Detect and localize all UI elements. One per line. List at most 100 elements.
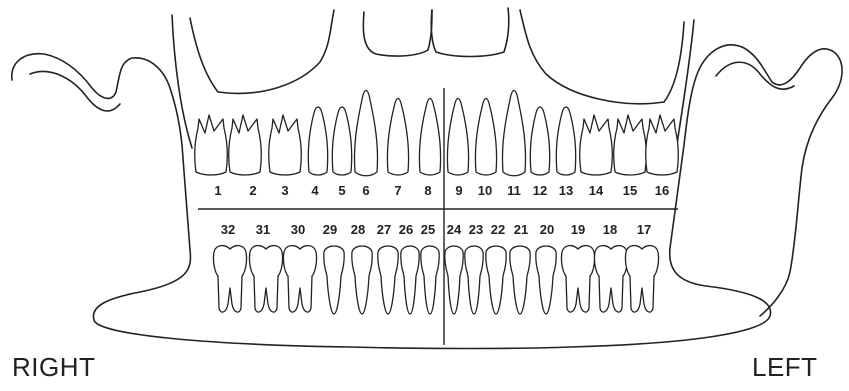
tooth-30-shape — [283, 246, 316, 313]
tooth-number-7: 7 — [394, 183, 401, 198]
tooth-12-shape — [530, 107, 550, 175]
tooth-24-shape — [445, 246, 463, 314]
tooth-number-21: 21 — [514, 222, 528, 237]
right-ramus-inner — [172, 15, 192, 148]
tooth-31-shape — [249, 246, 282, 313]
tooth-number-27: 27 — [377, 222, 391, 237]
tooth-number-3: 3 — [281, 183, 288, 198]
left-side-label: LEFT — [752, 352, 818, 383]
tooth-6-shape — [354, 91, 377, 176]
tooth-19-shape — [561, 246, 594, 313]
tooth-13-shape — [556, 107, 576, 175]
tooth-number-13: 13 — [559, 183, 573, 198]
left-maxilla-outline — [520, 10, 684, 104]
tooth-1-shape — [195, 115, 228, 175]
tooth-9-shape — [447, 99, 468, 176]
lower-tooth-27[interactable]: 27 — [377, 222, 398, 314]
tooth-number-30: 30 — [291, 222, 305, 237]
lower-tooth-30[interactable]: 30 — [283, 222, 316, 312]
tooth-number-12: 12 — [533, 183, 547, 198]
lower-tooth-29[interactable]: 29 — [323, 222, 344, 314]
upper-tooth-13[interactable]: 13 — [556, 107, 576, 198]
tooth-25-shape — [421, 246, 439, 314]
tooth-number-14: 14 — [589, 183, 604, 198]
upper-tooth-6[interactable]: 6 — [354, 91, 377, 199]
lower-tooth-26[interactable]: 26 — [399, 222, 419, 314]
upper-tooth-crown-right — [363, 10, 432, 56]
upper-tooth-9[interactable]: 9 — [447, 99, 468, 199]
tooth-22-shape — [486, 246, 506, 314]
tooth-20-shape — [536, 246, 556, 314]
tooth-number-20: 20 — [540, 222, 554, 237]
upper-tooth-2[interactable]: 2 — [229, 115, 262, 198]
lower-tooth-24[interactable]: 24 — [445, 222, 463, 314]
tooth-number-22: 22 — [491, 222, 505, 237]
tooth-number-29: 29 — [323, 222, 337, 237]
upper-tooth-4[interactable]: 4 — [308, 107, 328, 198]
lower-tooth-19[interactable]: 19 — [561, 222, 594, 312]
tooth-16-shape — [646, 115, 679, 175]
tooth-number-11: 11 — [507, 183, 521, 198]
tooth-number-8: 8 — [424, 183, 431, 198]
upper-tooth-3[interactable]: 3 — [269, 115, 302, 198]
upper-tooth-1[interactable]: 1 — [195, 115, 228, 198]
lower-tooth-22[interactable]: 22 — [486, 222, 506, 314]
tooth-21-shape — [510, 246, 530, 314]
upper-tooth-8[interactable]: 8 — [419, 99, 440, 199]
lower-tooth-21[interactable]: 21 — [510, 222, 530, 314]
tooth-4-shape — [308, 107, 328, 175]
tooth-2-shape — [229, 115, 262, 175]
tooth-number-2: 2 — [249, 183, 256, 198]
lower-arch: 32 31 30 29 28 27 26 25 24 23 22 21 20 19 18 17 — [213, 222, 658, 314]
tooth-23-shape — [465, 246, 483, 314]
tooth-18-shape — [594, 246, 627, 313]
tooth-number-17: 17 — [637, 222, 651, 237]
tooth-number-28: 28 — [351, 222, 365, 237]
upper-tooth-14[interactable]: 14 — [580, 115, 613, 198]
lower-tooth-23[interactable]: 23 — [465, 222, 483, 314]
tooth-28-shape — [352, 246, 372, 314]
tooth-number-16: 16 — [655, 183, 669, 198]
tooth-3-shape — [269, 115, 302, 175]
tooth-11-shape — [502, 91, 525, 176]
tooth-number-23: 23 — [469, 222, 483, 237]
right-side-label: RIGHT — [12, 352, 95, 383]
tooth-32-shape — [213, 246, 246, 313]
right-condyle-inner — [30, 71, 120, 111]
tooth-number-25: 25 — [421, 222, 435, 237]
lower-tooth-17[interactable]: 17 — [625, 222, 658, 312]
upper-tooth-16[interactable]: 16 — [646, 115, 679, 198]
upper-tooth-11[interactable]: 11 — [502, 91, 525, 199]
lower-tooth-18[interactable]: 18 — [594, 222, 627, 312]
tooth-number-5: 5 — [338, 183, 345, 198]
upper-tooth-10[interactable]: 10 — [475, 99, 496, 199]
upper-tooth-7[interactable]: 7 — [387, 99, 408, 199]
lower-tooth-25[interactable]: 25 — [421, 222, 439, 314]
tooth-17-shape — [625, 246, 658, 313]
tooth-number-32: 32 — [221, 222, 235, 237]
tooth-number-18: 18 — [603, 222, 617, 237]
tooth-number-24: 24 — [447, 222, 462, 237]
upper-tooth-15[interactable]: 15 — [614, 115, 647, 198]
upper-tooth-12[interactable]: 12 — [530, 107, 550, 198]
tooth-8-shape — [419, 99, 440, 176]
tooth-7-shape — [387, 99, 408, 176]
tooth-29-shape — [324, 246, 344, 314]
lower-tooth-28[interactable]: 28 — [351, 222, 372, 314]
tooth-number-26: 26 — [399, 222, 413, 237]
tooth-number-31: 31 — [256, 222, 270, 237]
lower-tooth-20[interactable]: 20 — [536, 222, 556, 314]
tooth-5-shape — [332, 107, 352, 175]
tooth-number-4: 4 — [311, 183, 319, 198]
lower-tooth-31[interactable]: 31 — [249, 222, 282, 312]
tooth-number-19: 19 — [571, 222, 585, 237]
upper-tooth-5[interactable]: 5 — [332, 107, 352, 198]
tooth-number-9: 9 — [455, 183, 462, 198]
tooth-27-shape — [378, 246, 398, 314]
tooth-26-shape — [401, 246, 419, 314]
tooth-10-shape — [475, 99, 496, 176]
tooth-number-15: 15 — [623, 183, 637, 198]
lower-tooth-32[interactable]: 32 — [213, 222, 246, 312]
